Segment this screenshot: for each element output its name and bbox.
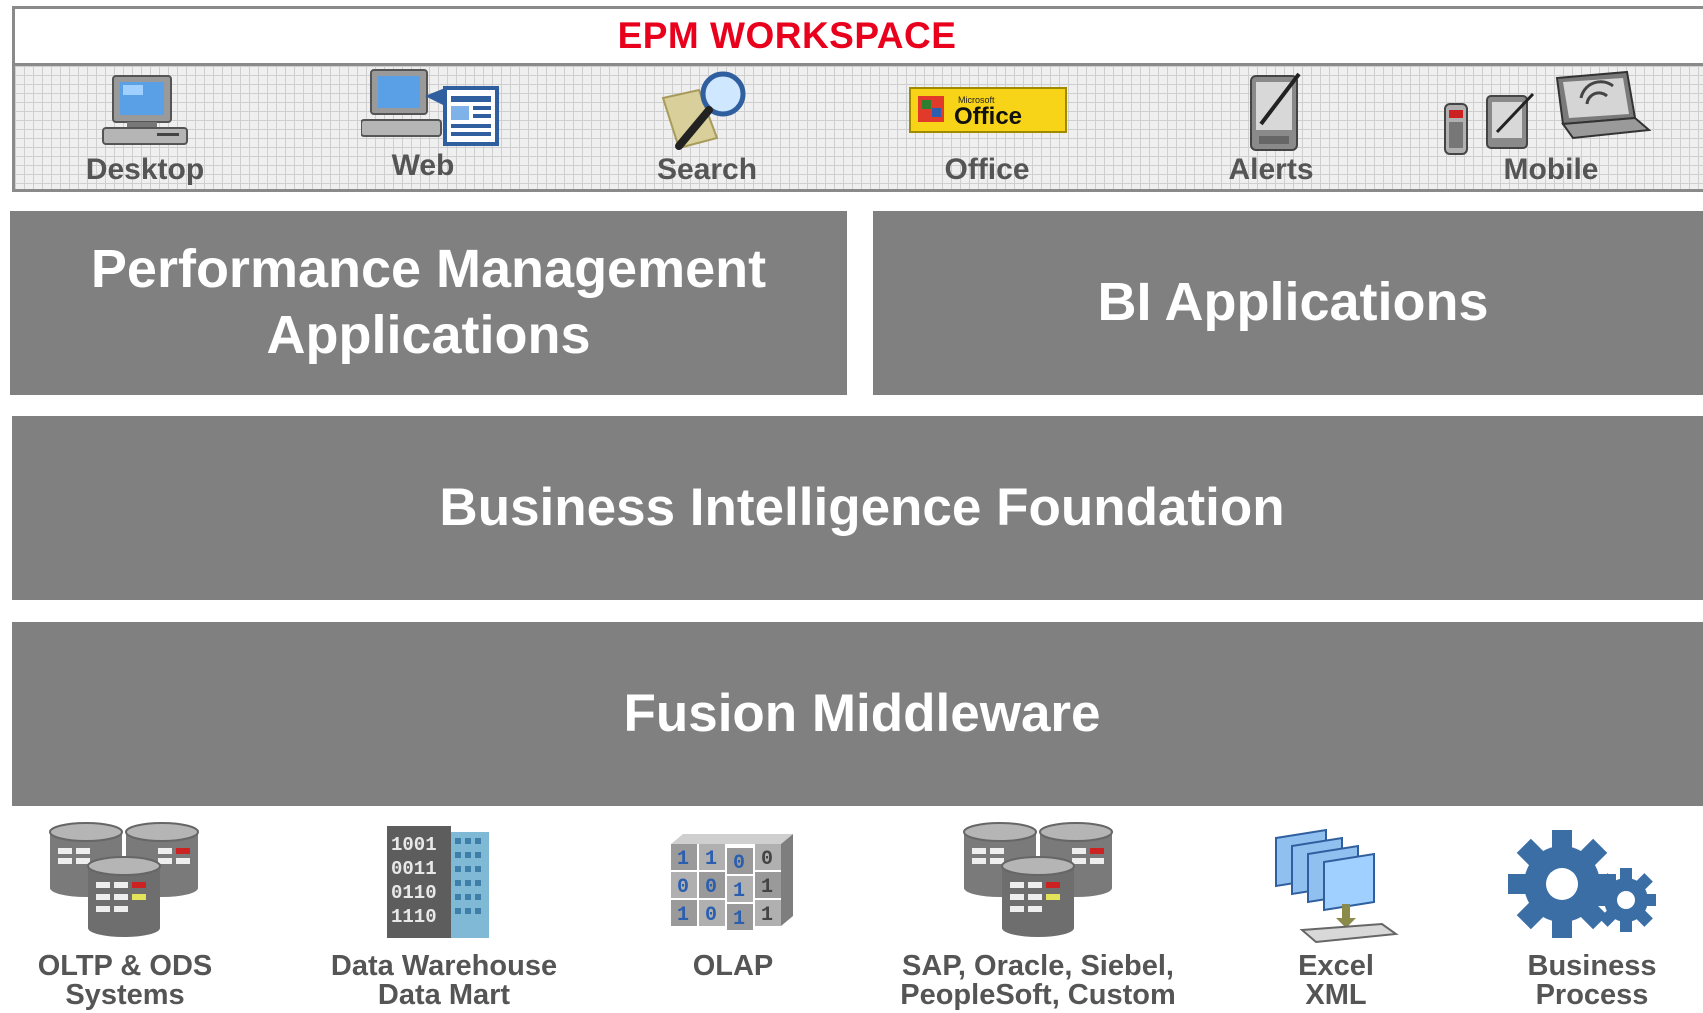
source-label-line: Business [1527, 950, 1657, 982]
source-label-line: OLTP & ODS [37, 950, 213, 982]
desktop-computer-icon [102, 75, 188, 145]
source-label: OLAP [693, 952, 774, 981]
svg-text:Office: Office [954, 103, 1022, 130]
olap-cube-icon: 1 1 0 0 0 0 1 1 1 0 1 1 [671, 834, 793, 931]
workspace-title-bar: EPM WORKSPACE [15, 9, 1703, 66]
source-label: Business Process [1528, 952, 1657, 1010]
svg-text:Microsoft: Microsoft [958, 95, 995, 105]
svg-text:1: 1 [705, 848, 717, 871]
source-label-line: Systems [65, 979, 185, 1011]
channel-desktop: Desktop [55, 66, 235, 189]
channel-mobile: Mobile [1431, 66, 1671, 189]
svg-text:1: 1 [677, 904, 689, 927]
pda-alert-icon [1250, 72, 1301, 151]
microsoft-office-logo-icon: Microsoft Office [909, 87, 1067, 133]
source-label-line: Data Warehouse [330, 950, 558, 982]
svg-text:1: 1 [761, 876, 773, 899]
svg-text:0: 0 [705, 904, 717, 927]
svg-text:1: 1 [733, 880, 745, 903]
source-label-line: Excel [1298, 950, 1374, 982]
svg-text:1110: 1110 [391, 906, 437, 928]
web-browser-computer-icon [361, 69, 499, 146]
block-title: BI Applications [1097, 272, 1489, 333]
business-intelligence-foundation-block: Business Intelligence Foundation [12, 416, 1703, 600]
svg-text:0011: 0011 [391, 858, 437, 880]
svg-text:0: 0 [761, 848, 773, 871]
svg-text:1: 1 [761, 904, 773, 927]
svg-text:0: 0 [733, 852, 745, 875]
source-label-line: Process [1535, 979, 1649, 1011]
channel-office: Microsoft Office Office [897, 66, 1077, 189]
source-label-line: OLAP [692, 950, 774, 982]
document-folders-icon [1275, 828, 1399, 944]
binary-building-icon: 1001 0011 0110 1110 [387, 826, 489, 938]
channel-alerts: Alerts [1181, 66, 1361, 189]
channel-label: Alerts [1228, 153, 1314, 186]
svg-text:0110: 0110 [391, 882, 437, 904]
database-cluster-icon [963, 822, 1113, 937]
channel-web: Web [333, 66, 513, 189]
block-line: Performance Management [90, 239, 767, 300]
source-label: OLTP & ODS Systems [38, 952, 213, 1010]
channel-label: Mobile [1503, 153, 1599, 186]
channel-label: Web [391, 149, 455, 182]
performance-management-applications-block: Performance Management Applications [10, 211, 847, 395]
channel-strip: Desktop Web [15, 66, 1703, 189]
source-label: Data Warehouse Data Mart [331, 952, 557, 1010]
magnifier-folder-icon [661, 71, 746, 150]
database-cluster-icon [49, 822, 199, 937]
source-label-line: XML [1305, 979, 1367, 1011]
source-label-line: SAP, Oracle, Siebel, [902, 950, 1174, 982]
mobile-devices-icon [1444, 70, 1652, 155]
gears-icon [1508, 830, 1656, 938]
fusion-middleware-block: Fusion Middleware [12, 622, 1703, 806]
source-label: Excel XML [1298, 952, 1374, 1010]
svg-text:1: 1 [677, 848, 689, 871]
svg-text:1: 1 [733, 908, 745, 931]
block-title: Fusion Middleware [623, 683, 1101, 743]
channel-search: Search [617, 66, 797, 189]
bi-applications-block: BI Applications [873, 211, 1703, 395]
svg-text:0: 0 [705, 876, 717, 899]
channel-label: Search [656, 153, 758, 186]
block-line: Applications [266, 305, 591, 365]
epm-workspace-panel: EPM WORKSPACE Desktop [12, 6, 1703, 192]
source-label-line: PeopleSoft, Custom [900, 979, 1176, 1011]
svg-text:0: 0 [677, 876, 689, 899]
block-title: Business Intelligence Foundation [439, 477, 1285, 537]
channel-label: Desktop [85, 153, 205, 186]
workspace-title: EPM WORKSPACE [617, 15, 957, 56]
channel-label: Office [944, 153, 1030, 186]
source-label: SAP, Oracle, Siebel, PeopleSoft, Custom [900, 952, 1176, 1010]
source-label-line: Data Mart [377, 979, 511, 1011]
svg-text:1001: 1001 [391, 834, 437, 856]
